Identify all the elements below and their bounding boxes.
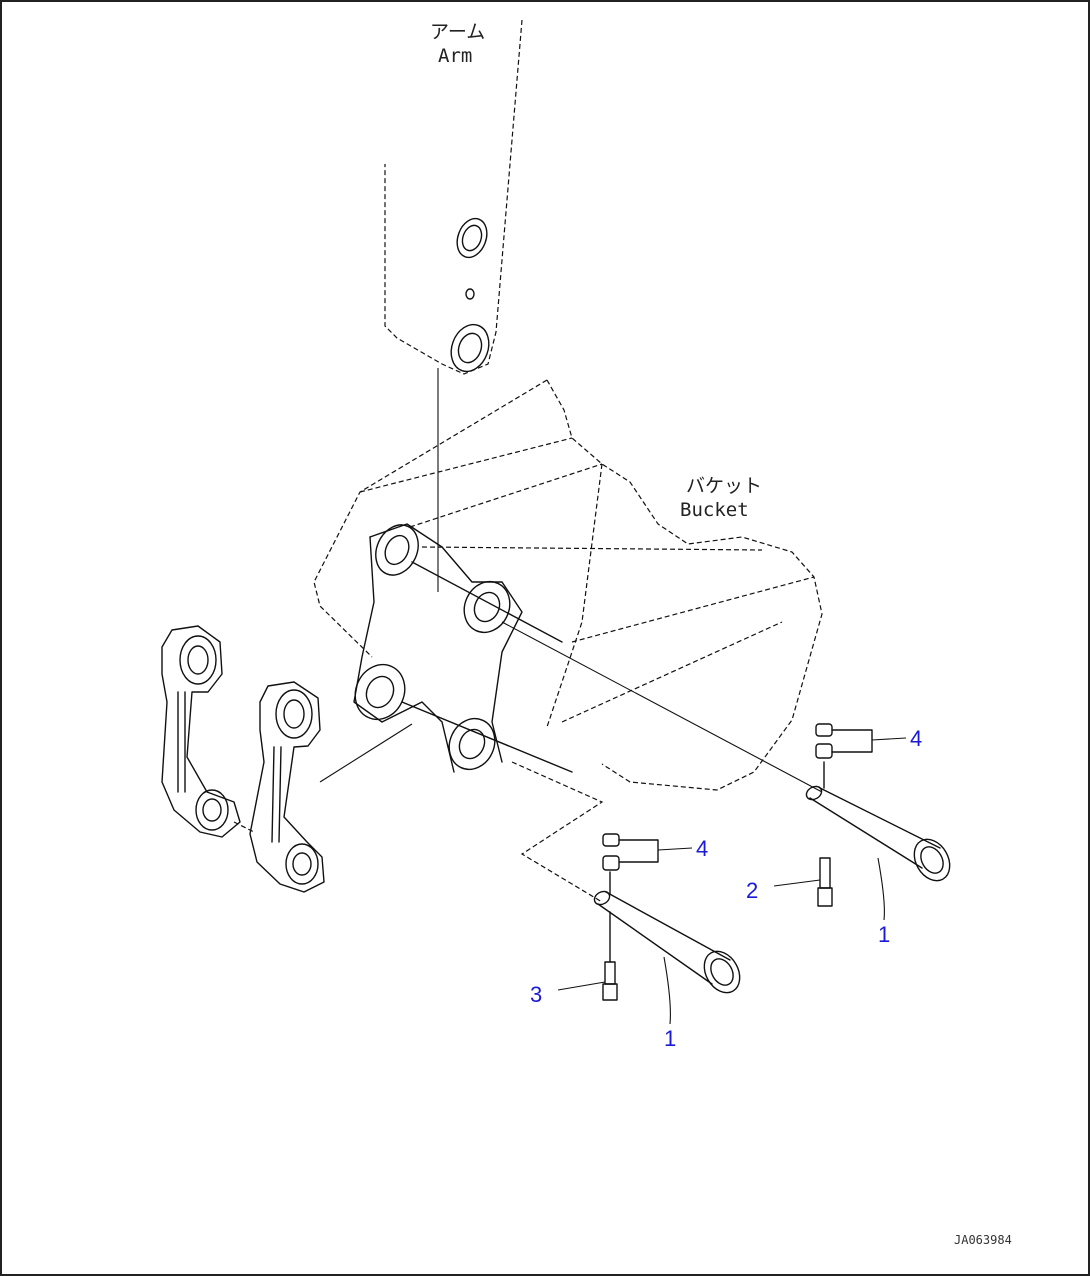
- callout-1-lower: 1: [664, 1026, 676, 1051]
- drawing-code: JA063984: [954, 1233, 1012, 1247]
- nut-upper-right: [815, 723, 873, 759]
- pin-upper-alignment-line: [501, 621, 823, 793]
- bucket: [313, 379, 823, 903]
- callout-2: 2: [746, 878, 758, 903]
- pin-lower: [593, 890, 741, 994]
- arm-label-en: Arm: [438, 45, 472, 67]
- callout-4-upper: 4: [910, 726, 922, 751]
- pin-upper: [805, 785, 951, 882]
- arm: [384, 19, 523, 375]
- link-connector: [233, 821, 255, 833]
- arm-label-jp: アーム: [430, 21, 485, 43]
- link-alignment-line: [319, 723, 413, 783]
- bolt-2: [817, 761, 833, 907]
- nut-lower-left: [602, 833, 659, 871]
- callout-3: 3: [530, 982, 542, 1007]
- bolt-3: [602, 871, 618, 1001]
- callout-4-lower: 4: [696, 836, 708, 861]
- link-rods: [161, 625, 325, 893]
- callout-1-upper: 1: [878, 922, 890, 947]
- bucket-label-en: Bucket: [680, 499, 749, 521]
- bucket-label-jp: バケット: [686, 475, 762, 497]
